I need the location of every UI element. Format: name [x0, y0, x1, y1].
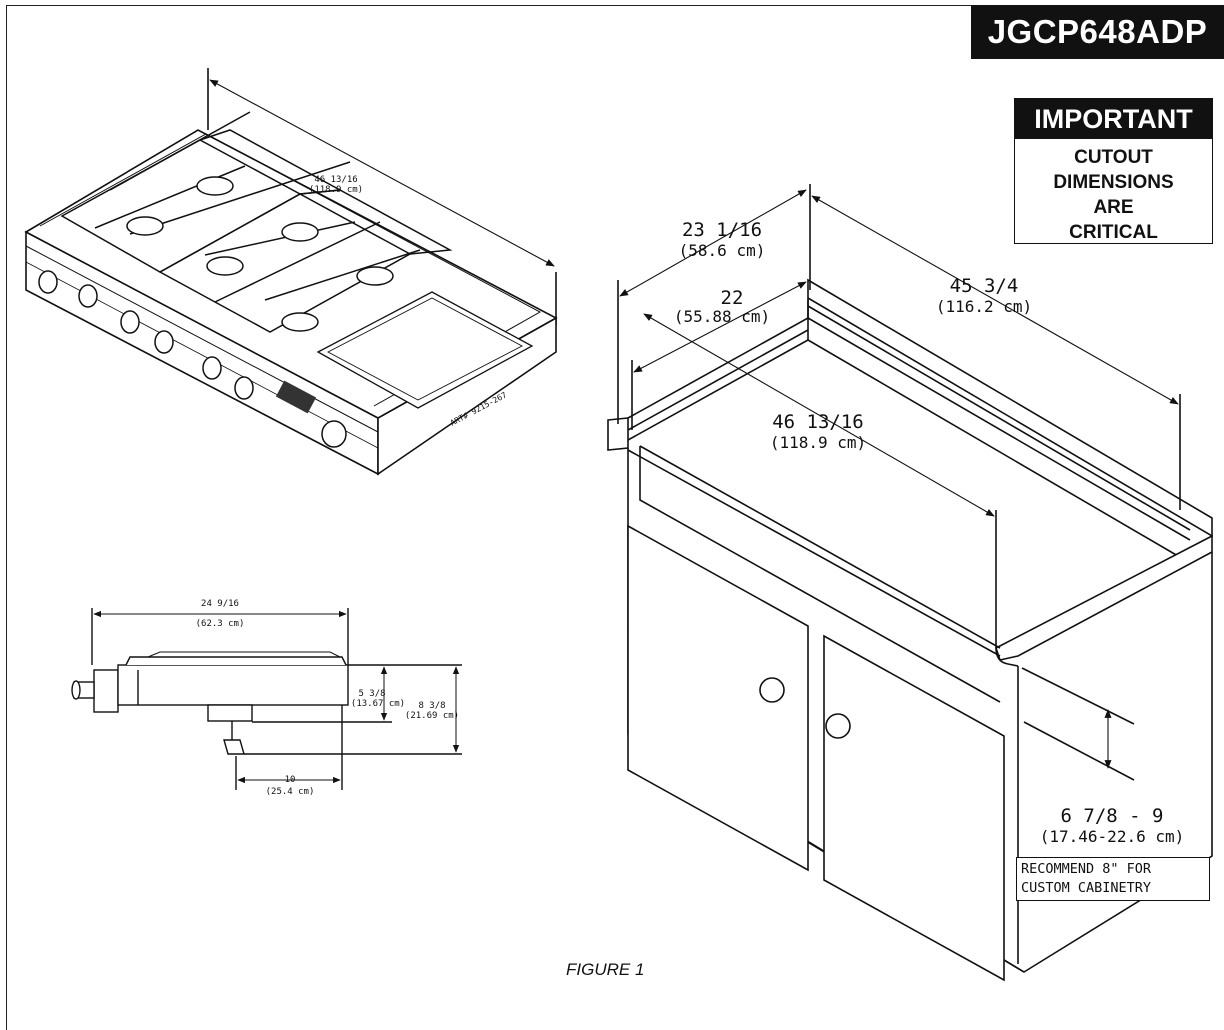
model-number: JGCP648ADP [971, 5, 1224, 59]
opening-width-metric: (118.9 cm) [770, 433, 866, 452]
cooktop-top-view [24, 68, 558, 476]
cutout-width-label: 45 3/4 [950, 275, 1019, 297]
important-notice: IMPORTANT CUTOUT DIMENSIONS ARE CRITICAL [1014, 98, 1213, 244]
notice-line-1: CUTOUT [1074, 147, 1153, 168]
top-view-width-metric: (118.9 cm) [309, 185, 363, 195]
inner-height-metric: (13.67 cm) [351, 699, 405, 709]
top-view-width-label: 46 13/16 [314, 175, 357, 185]
clearance-metric: (17.46-22.6 cm) [1040, 827, 1185, 846]
notice-line-4: CRITICAL [1069, 222, 1158, 243]
clearance-label: 6 7/8 - 9 [1061, 805, 1164, 827]
outer-height-metric: (21.69 cm) [405, 711, 459, 721]
overall-depth-metric: (58.6 cm) [679, 241, 766, 260]
cabinet-view [607, 184, 1213, 982]
recommendation-note: RECOMMEND 8" FOR CUSTOM CABINETRY [1016, 857, 1210, 901]
outer-height-label: 8 3/8 [418, 701, 445, 711]
figure-caption: FIGURE 1 [566, 960, 645, 979]
cooktop-side-view [71, 608, 462, 790]
overall-depth-label: 23 1/16 [682, 219, 762, 241]
side-view-width-metric: (62.3 cm) [196, 619, 245, 629]
important-body: CUTOUT DIMENSIONS ARE CRITICAL [1015, 139, 1212, 245]
opening-width-label: 46 13/16 [772, 411, 864, 433]
cutout-width-metric: (116.2 cm) [936, 297, 1032, 316]
cutout-depth-metric: (55.88 cm) [674, 307, 770, 326]
notice-line-3: ARE [1093, 197, 1134, 218]
recommendation-line-1: RECOMMEND 8" FOR [1021, 861, 1152, 877]
side-view-width-label: 24 9/16 [201, 599, 239, 609]
gas-offset-metric: (25.4 cm) [266, 787, 315, 797]
gas-offset-label: 10 [285, 775, 296, 785]
recommendation-line-2: CUSTOM CABINETRY [1021, 880, 1152, 896]
inner-height-label: 5 3/8 [358, 689, 385, 699]
cutout-depth-label: 22 [721, 287, 744, 309]
notice-line-2: DIMENSIONS [1053, 172, 1174, 193]
page-border [6, 5, 1224, 1030]
important-heading: IMPORTANT [1015, 99, 1212, 139]
